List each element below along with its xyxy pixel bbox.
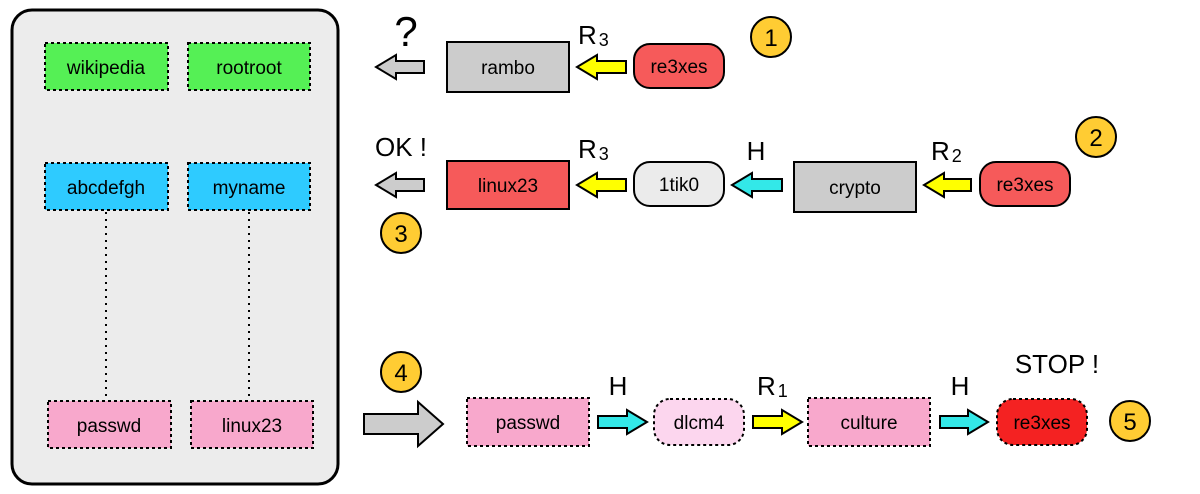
chain2-node-start-label: re3xes: [996, 175, 1053, 196]
chain3-step-badge: [380, 351, 422, 393]
chain3-hash1-label: H: [609, 371, 628, 401]
table-cell-abcdefgh: [44, 162, 169, 211]
chain1-node-start-label: re3xes: [650, 57, 707, 78]
chain3-hash2-arrow: [939, 408, 990, 436]
chain3-stop-badge: [1109, 400, 1151, 442]
chain1-result-mark: ?: [394, 8, 417, 55]
chain1-node-rambo: [446, 41, 570, 93]
table-cell-wikipedia-label: wikipedia: [66, 58, 146, 79]
chain2-node-crypto: [793, 161, 917, 213]
chain2-success-badge: [380, 212, 422, 254]
chain3-hash1-arrow: [597, 408, 649, 436]
chain3-lookup-arrow: [363, 399, 445, 449]
chain3-node-end: [996, 398, 1088, 446]
chain1-node-start: [633, 43, 725, 89]
chain2-reduce3-arrow: [575, 171, 627, 199]
chain1-node-rambo-label: rambo: [481, 58, 535, 79]
table-cell-abcdefgh-label: abcdefgh: [67, 178, 145, 199]
chain2-success-badge-label: 3: [394, 221, 407, 248]
chain3-node-dlcm4: [653, 398, 745, 446]
chain2-node-1tik0-label: 1tik0: [659, 175, 699, 196]
chain1-reduce-arrow: [575, 53, 627, 81]
chain2-hash-label: H: [747, 136, 766, 166]
table-cell-rootroot-label: rootroot: [216, 58, 282, 79]
chain3-node-culture: [807, 397, 931, 447]
table-cell-wikipedia: [44, 42, 169, 91]
table-cell-rootroot: [187, 42, 311, 91]
chain3-node-passwd-label: passwd: [496, 413, 560, 434]
chain2-node-linux23: [446, 160, 570, 210]
chain3-stop-badge-label: 5: [1123, 409, 1136, 436]
table-cell-linux23: [190, 400, 314, 449]
chain2-output-arrow: [374, 171, 425, 199]
table-cell-passwd: [47, 400, 172, 449]
table-cell-myname: [187, 162, 311, 211]
table-panel: [10, 8, 340, 486]
chain3-stop-label: STOP !: [1015, 349, 1099, 379]
chain1-step-badge: [750, 16, 792, 58]
chain3-step-badge-label: 4: [394, 360, 407, 387]
chain2-step-badge-label: 2: [1089, 125, 1102, 152]
chain3-reduce1-arrow: [752, 408, 804, 436]
chain3-node-culture-label: culture: [840, 413, 897, 434]
chain1-output-arrow: [374, 53, 425, 81]
chain3-node-end-label: re3xes: [1013, 413, 1070, 434]
chain2-step-badge: [1075, 116, 1117, 158]
chain3-node-dlcm4-label: dlcm4: [674, 413, 725, 434]
chain3-hash2-label: H: [951, 371, 970, 401]
chain3-node-passwd: [466, 397, 590, 447]
table-cell-linux23-label: linux23: [222, 416, 282, 437]
chain2-node-linux23-label: linux23: [478, 176, 538, 197]
chain2-reduce2-arrow: [922, 171, 972, 199]
chain2-result-label: OK !: [375, 132, 427, 162]
chain2-node-start: [979, 161, 1071, 207]
table-cell-passwd-label: passwd: [77, 416, 141, 437]
chain2-hash-arrow: [730, 171, 783, 199]
chain1-step-badge-label: 1: [764, 25, 777, 52]
table-cell-myname-label: myname: [213, 178, 286, 199]
chain2-node-1tik0: [633, 161, 725, 207]
chain2-node-crypto-label: crypto: [829, 178, 881, 199]
